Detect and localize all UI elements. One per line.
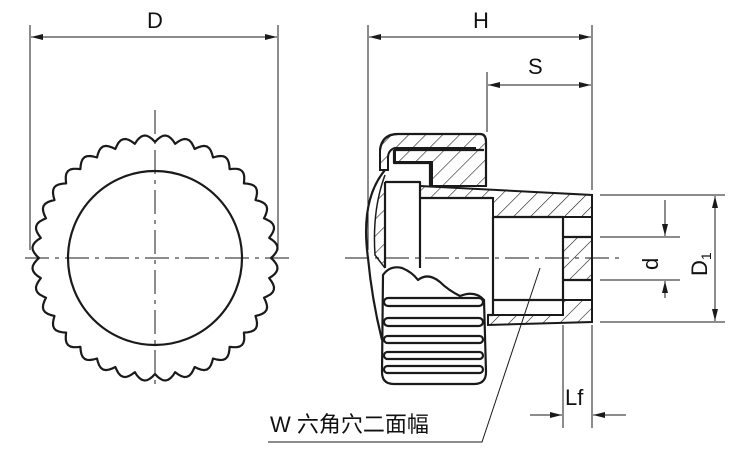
label-d: d bbox=[638, 258, 663, 270]
front-view bbox=[25, 110, 290, 385]
label-D: D bbox=[147, 8, 163, 33]
grip-ridges bbox=[382, 296, 485, 375]
label-S: S bbox=[528, 54, 543, 79]
dimension-D1: D1 bbox=[600, 194, 725, 323]
label-D1: D1 bbox=[687, 252, 714, 276]
dimension-D: D bbox=[29, 8, 279, 250]
grip bbox=[380, 266, 488, 386]
label-Lf: Lf bbox=[565, 385, 584, 410]
side-view bbox=[345, 132, 620, 386]
dimension-d: d bbox=[600, 200, 680, 298]
dimension-H: H bbox=[367, 8, 593, 250]
dimension-S: S bbox=[486, 54, 591, 132]
dimension-Lf: Lf bbox=[530, 325, 626, 428]
hex-socket-note: W 六角穴二面幅 bbox=[268, 267, 541, 443]
label-W-note: W 六角穴二面幅 bbox=[270, 412, 429, 437]
label-H: H bbox=[473, 8, 489, 33]
